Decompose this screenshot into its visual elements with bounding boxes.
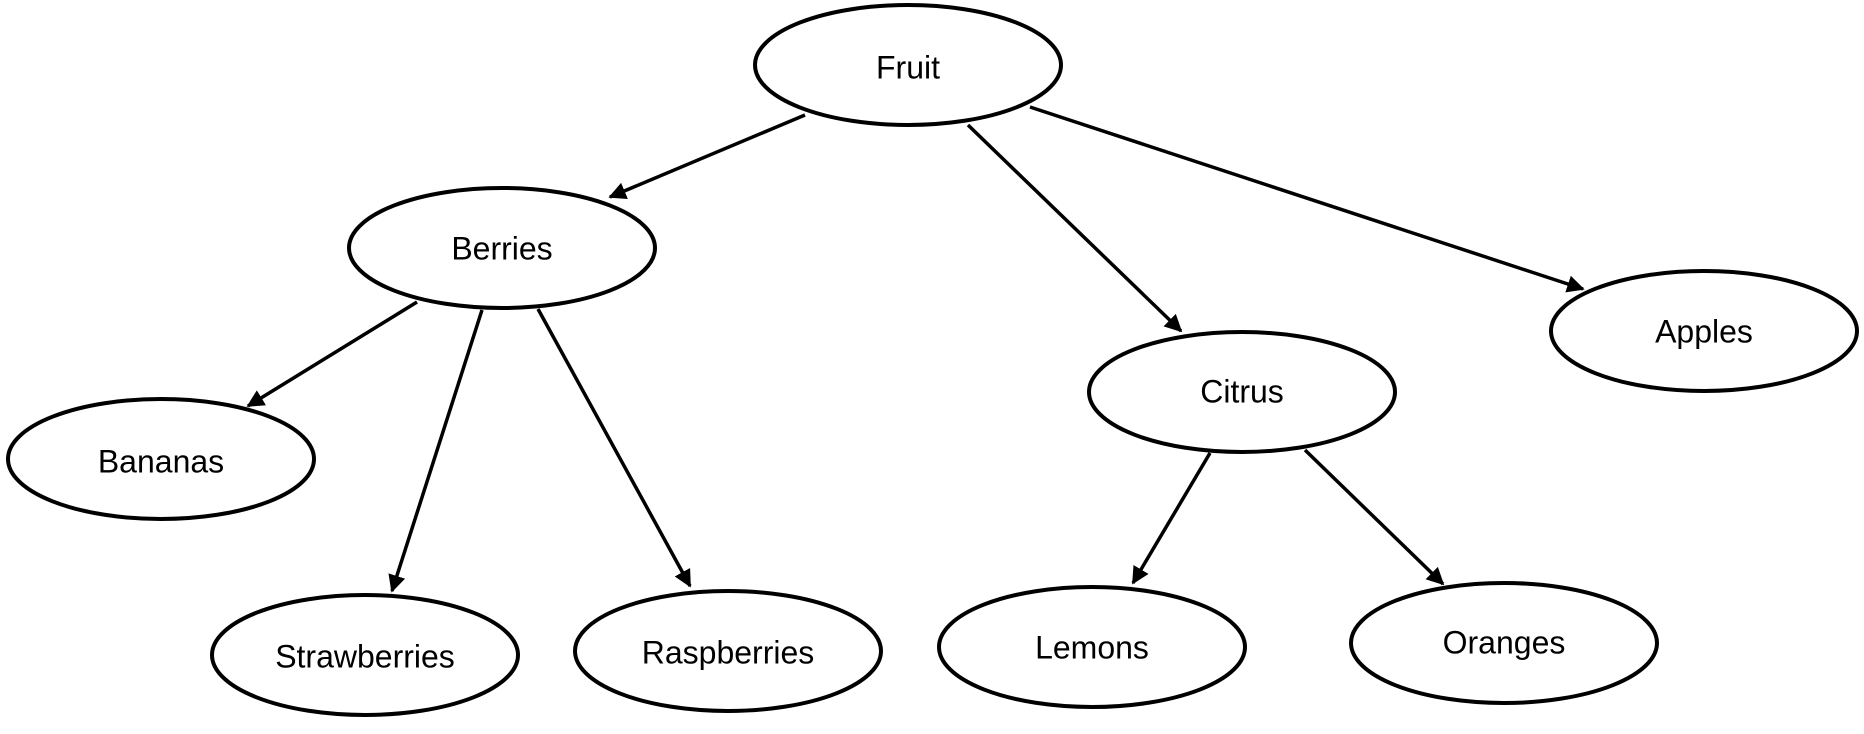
node-citrus: Citrus [1087,330,1397,454]
edge-citrus-oranges [1303,448,1445,586]
node-raspberries: Raspberries [573,589,883,713]
edge-fruit-berries [608,113,806,199]
node-oranges-ellipse [1349,581,1659,705]
node-oranges: Oranges [1349,581,1659,705]
edge-berries-strawberries [388,309,484,593]
node-fruit-label: Fruit [876,49,940,85]
node-berries: Berries [347,186,657,310]
node-raspberries-label: Raspberries [642,634,815,670]
node-strawberries: Strawberries [210,593,520,717]
edges [246,105,1585,593]
node-lemons-ellipse [937,585,1247,709]
node-lemons-label: Lemons [1035,629,1149,665]
edge-berries-bananas [246,300,418,408]
node-fruit-ellipse [753,3,1063,127]
node-citrus-label: Citrus [1200,373,1284,409]
node-strawberries-label: Strawberries [275,638,455,674]
node-apples: Apples [1549,269,1859,393]
node-bananas-label: Bananas [98,443,224,479]
node-oranges-label: Oranges [1443,624,1566,660]
node-apples-ellipse [1549,269,1859,393]
node-berries-ellipse [347,186,657,310]
node-bananas: Bananas [6,397,316,521]
edge-fruit-apples [1029,105,1585,293]
edge-citrus-lemons [1131,452,1212,585]
node-apples-label: Apples [1655,313,1753,349]
edge-fruit-citrus [966,123,1183,333]
edge-berries-raspberries [536,308,692,588]
node-lemons: Lemons [937,585,1247,709]
node-berries-label: Berries [451,230,552,266]
node-bananas-ellipse [6,397,316,521]
node-fruit: Fruit [753,3,1063,127]
node-raspberries-ellipse [573,589,883,713]
node-strawberries-ellipse [210,593,520,717]
node-citrus-ellipse [1087,330,1397,454]
